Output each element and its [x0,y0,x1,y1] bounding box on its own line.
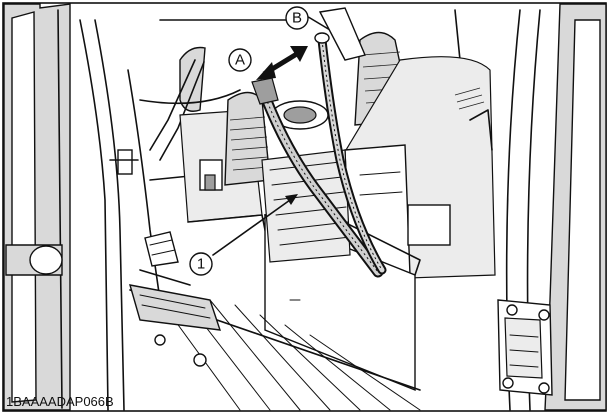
right-door-frame [505,3,607,411]
floor-plates [129,284,421,411]
cable-a [251,77,384,278]
left-console [179,91,271,246]
movement-arrow [256,46,308,80]
left-door-frame [3,3,125,411]
callout-1: 1 [189,252,213,276]
callout-b: B [285,6,309,30]
callout-1-leader [212,194,298,256]
callout-1-label: 1 [197,256,205,273]
callout-a-label: A [235,52,245,69]
cable-b [314,32,387,275]
door-hinge [497,299,553,396]
travel-lever [149,46,206,161]
lever-bracket [261,100,351,263]
callout-b-label: B [292,10,302,27]
image-code: 1BAAAADAP066B [6,394,114,409]
cab-interior-lines [139,9,461,181]
pedal-bracket [139,231,191,286]
control-post [109,69,161,301]
callout-a: A [228,48,252,72]
